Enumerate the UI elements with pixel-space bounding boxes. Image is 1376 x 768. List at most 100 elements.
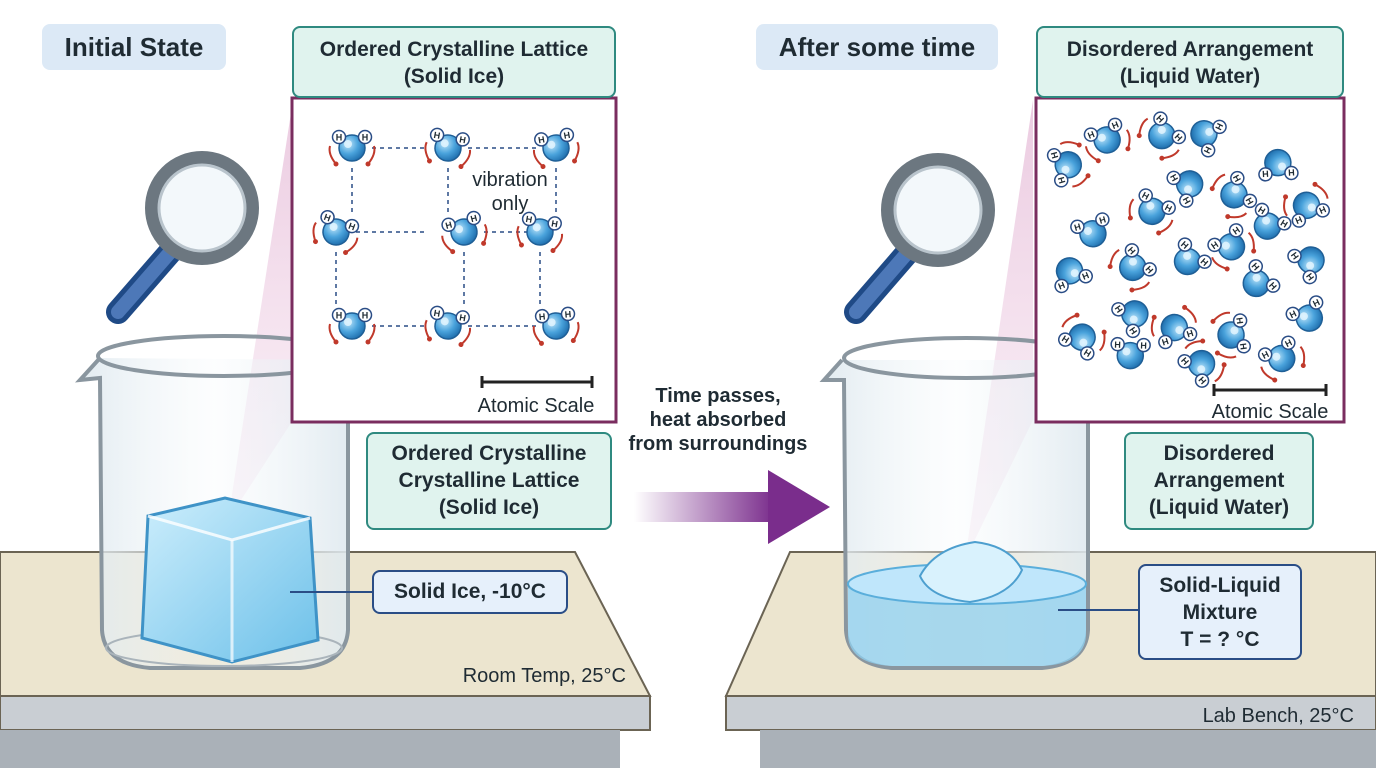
water-molecule-icon: HH <box>441 210 488 255</box>
svg-text:H: H <box>1283 337 1293 349</box>
svg-text:H: H <box>1231 173 1243 184</box>
right-inset-title-line1: Disordered Arrangement <box>1066 38 1314 61</box>
water-molecule-icon: HH <box>1177 338 1227 388</box>
svg-text:H: H <box>1289 250 1301 261</box>
svg-text:H: H <box>1110 119 1120 131</box>
water-molecule-icon: HH <box>1136 111 1187 161</box>
mixture-label: Solid-Liquid Mixture T = ? °C <box>1138 564 1302 660</box>
right-callout-line3: (Liquid Water) <box>1148 496 1290 519</box>
svg-text:H: H <box>1098 214 1107 225</box>
svg-text:H: H <box>323 212 333 224</box>
left-inset-title-line2: (Solid Ice) <box>403 65 505 88</box>
mixture-label-line2: Mixture <box>1182 601 1258 624</box>
right-callout-line1: Disordered <box>1163 442 1275 465</box>
water-molecule-icon: HH <box>1190 119 1227 158</box>
svg-text:H: H <box>1056 176 1067 185</box>
left-callout-line3: (Solid Ice) <box>438 496 540 519</box>
left-bench-label: Room Temp, 25°C <box>462 665 626 687</box>
water-molecule-icon: HH <box>1107 243 1157 293</box>
svg-text:H: H <box>1154 113 1166 125</box>
water-molecule-icon: HH <box>1173 237 1212 276</box>
process-caption-line3: from surroundings <box>628 433 808 455</box>
water-molecule-icon: HH <box>1242 259 1281 298</box>
svg-text:H: H <box>1073 222 1082 233</box>
svg-text:H: H <box>459 134 467 145</box>
right-inset-title: Disordered Arrangement (Liquid Water) <box>1036 26 1344 98</box>
svg-text:H: H <box>444 220 453 231</box>
svg-text:H: H <box>1197 375 1209 387</box>
svg-text:H: H <box>1288 308 1298 320</box>
svg-text:H: H <box>1311 297 1321 309</box>
svg-text:H: H <box>1081 270 1091 282</box>
svg-text:H: H <box>1185 328 1194 340</box>
process-caption-line2: heat absorbed <box>649 409 787 431</box>
water-molecule-icon: HH <box>312 209 360 256</box>
svg-text:H: H <box>1113 304 1125 315</box>
svg-text:H: H <box>537 134 545 145</box>
vibration-note-line1: vibration <box>472 169 548 191</box>
svg-text:H: H <box>459 312 467 323</box>
svg-text:H: H <box>1086 129 1096 141</box>
svg-text:H: H <box>563 130 571 141</box>
left-callout-line2: Crystalline Lattice <box>398 469 580 492</box>
svg-text:H: H <box>1249 261 1261 273</box>
svg-text:H: H <box>551 218 559 229</box>
svg-text:H: H <box>1163 202 1173 214</box>
svg-text:H: H <box>1260 349 1270 361</box>
process-caption-line1: Time passes, <box>655 385 781 407</box>
beaker-icon <box>819 336 1138 670</box>
svg-text:H: H <box>1238 342 1249 350</box>
left-scale-label: Atomic Scale <box>477 395 595 417</box>
process-arrow-icon <box>634 470 830 544</box>
water-molecule-icon: HH <box>1209 170 1258 220</box>
svg-text:H: H <box>469 213 478 224</box>
svg-text:H: H <box>1143 264 1155 276</box>
water-molecule-icon: HH <box>1253 202 1292 240</box>
right-inset-title-line2: (Liquid Water) <box>1119 65 1261 88</box>
water-molecule-icon: HH <box>1083 117 1131 164</box>
mixture-label-line1: Solid-Liquid <box>1159 574 1281 597</box>
svg-text:H: H <box>1057 280 1067 292</box>
right-bench-label: Lab Bench, 25°C <box>1202 705 1354 727</box>
left-inset-title-line1: Ordered Crystalline Lattice <box>319 38 589 61</box>
svg-text:H: H <box>433 130 441 141</box>
svg-text:H: H <box>433 308 441 319</box>
svg-text:H: H <box>1127 325 1139 336</box>
water-molecule-icon: HH <box>1258 148 1299 182</box>
svg-text:H: H <box>1114 340 1121 350</box>
left-heading: Initial State <box>42 24 226 70</box>
left-callout-line1: Ordered Crystalline <box>391 442 587 465</box>
svg-text:H: H <box>1202 145 1214 155</box>
ice-cube-icon <box>140 496 372 664</box>
water-molecule-icon: HH <box>1285 295 1324 332</box>
svg-text:H: H <box>1140 190 1150 202</box>
svg-text:H: H <box>1082 347 1093 359</box>
svg-text:H: H <box>1318 204 1328 216</box>
right-heading: After some time <box>756 24 998 70</box>
process-caption: Time passes, heat absorbed from surround… <box>610 384 826 456</box>
svg-text:H: H <box>362 133 369 143</box>
svg-text:H: H <box>1209 239 1220 251</box>
svg-text:H: H <box>347 221 357 233</box>
svg-text:H: H <box>1267 280 1279 292</box>
magnifying-glass-icon <box>844 153 995 324</box>
svg-text:H: H <box>1181 195 1193 206</box>
right-callout: Disordered Arrangement (Liquid Water) <box>1124 432 1314 530</box>
water-molecule-icon: HH <box>1054 257 1093 294</box>
water-molecule-icon: HH <box>1070 212 1110 248</box>
vibration-note: vibration only <box>462 168 558 216</box>
vibration-note-line2: only <box>491 193 529 215</box>
mixture-label-line3: T = ? °C <box>1180 628 1260 651</box>
svg-text:H: H <box>1161 336 1170 348</box>
svg-text:H: H <box>362 311 369 321</box>
left-callout: Ordered Crystalline Crystalline Lattice … <box>366 432 612 530</box>
water-molecule-icon: HH <box>1150 304 1198 350</box>
